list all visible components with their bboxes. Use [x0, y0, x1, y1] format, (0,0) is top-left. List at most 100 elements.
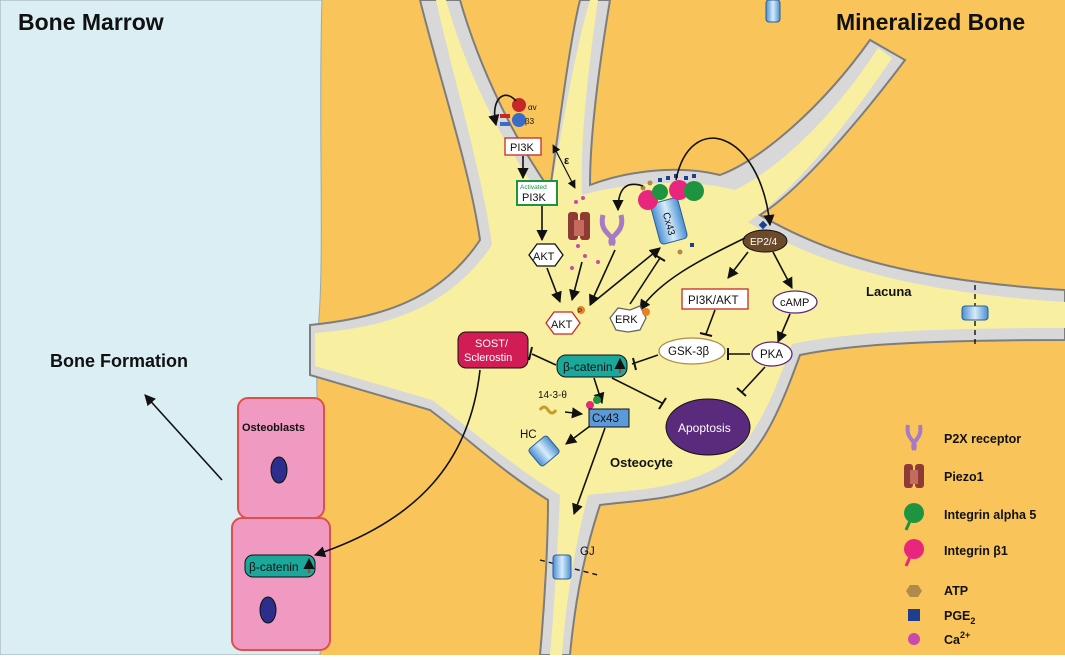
- cx43-box: [588, 408, 630, 428]
- inhibit-bar: [632, 357, 637, 371]
- sost-label-line1: SOST/: [475, 338, 509, 350]
- calcium-text: Ca: [944, 633, 961, 647]
- integrin-alpha5-tail: [904, 520, 912, 531]
- atp-icon: [906, 585, 922, 597]
- pi3k-akt-box: [681, 288, 749, 310]
- camp-to-pka-arrow: [776, 313, 791, 344]
- beta-catenin-label: β-catenin: [563, 360, 613, 374]
- osteoblasts-label: Osteoblasts: [242, 422, 305, 434]
- legend-label-atp: ATP: [944, 584, 968, 598]
- osteoblast-cells: Osteoblasts β-catenin: [231, 397, 331, 651]
- bone-formation-label: Bone Formation: [50, 351, 188, 371]
- legend-label-piezo1: Piezo1: [944, 470, 984, 484]
- pge2-icon: [908, 609, 920, 621]
- activated-pi3k-box: [516, 180, 558, 206]
- cx43-label: Cx43: [592, 413, 619, 425]
- pi3k-box: [504, 137, 542, 156]
- beta-catenin-osteoblast-label: β-catenin: [249, 560, 299, 574]
- cx43-hemichannel-icon: Cx43: [650, 197, 688, 245]
- integrin-alpha5-small-icon: [593, 396, 601, 404]
- top-gap-junction-icon: [765, 0, 781, 23]
- pge2-squares: [658, 174, 696, 247]
- atp-dots: [640, 180, 683, 255]
- protein-1433-label: 14-3-θ: [538, 390, 567, 401]
- phospho-icon: [577, 306, 585, 314]
- alpha-v-label: αv: [528, 103, 537, 112]
- bone-formation-arrow: [144, 394, 223, 481]
- p2x-receptor-icon: [599, 214, 625, 247]
- protein-1433-icon: [538, 405, 558, 415]
- legend-label-integrin-beta1: Integrin β1: [944, 544, 1008, 558]
- osteoblast-lower: [231, 517, 331, 651]
- mineralized-bone-title: Mineralized Bone: [836, 9, 1025, 35]
- gsk-inhibit-beta-catenin: [631, 354, 659, 365]
- bone-marrow-title: Bone Marrow: [18, 9, 164, 35]
- legend-label-integrin-alpha5: Integrin alpha 5: [944, 508, 1036, 522]
- akt-p-hexagon: [545, 311, 581, 335]
- osteocyte-cytoplasm: [315, 0, 1065, 655]
- activated-pi3k-label: PI3K: [522, 192, 547, 204]
- beta-catenin-osteoblast-box: [244, 554, 316, 578]
- integrin-alpha5-icon: [652, 184, 668, 200]
- p2x-to-akt-arrow: [589, 249, 616, 307]
- ep-to-erk-arrow: [639, 237, 746, 311]
- sost-to-osteoblast-arrow: [313, 369, 481, 558]
- integrin-beta1-icon: [669, 180, 689, 200]
- beta3-label: β3: [525, 117, 535, 126]
- lacuna-label: Lacuna: [866, 284, 912, 299]
- pka-inhibit-apoptosis: [741, 366, 766, 393]
- pka-label: PKA: [760, 349, 783, 361]
- cx43-to-gj-arrow: [572, 427, 606, 516]
- integrin-beta1-icon: [904, 539, 924, 559]
- nucleus-icon: [270, 456, 288, 484]
- pge2-subscript: 2: [970, 616, 975, 626]
- integrin-beta1-small-icon: [586, 401, 594, 409]
- gsk3b-oval: [658, 337, 726, 365]
- akt-p-label: AKT: [551, 319, 573, 331]
- legend-label-p2x: P2X receptor: [944, 432, 1021, 446]
- beta-catenin-inhibit-sost: [531, 353, 557, 366]
- erk-shape: [609, 305, 647, 333]
- 1433-to-cx43-arrow: [564, 407, 584, 419]
- phospho-label: P: [578, 309, 582, 315]
- inhibit-bar: [528, 346, 533, 361]
- lacuna-gap-junction-icon: [961, 305, 989, 321]
- inhibit-bar: [654, 254, 666, 262]
- akt-label: AKT: [533, 251, 555, 263]
- cx43-atp-release-arrow: [612, 183, 644, 212]
- erk-inhibit-cx43: [629, 257, 661, 305]
- gap-junction-icon: [552, 554, 572, 580]
- pi3k-label: PI3K: [510, 142, 535, 154]
- pge2-text: PGE: [944, 609, 970, 623]
- gj-label: GJ: [580, 546, 595, 558]
- sost-label-line2: Sclerostin: [464, 352, 512, 364]
- epsilon-arrow: [552, 144, 576, 189]
- camp-oval: [772, 290, 818, 314]
- hemichannel-icon: [528, 435, 560, 467]
- epsilon-label: ε: [564, 155, 570, 167]
- integrin-to-pi3k-arrow: [488, 94, 517, 127]
- calcium-superscript: 2+: [960, 630, 970, 640]
- ep-receptor-icon: [742, 229, 788, 253]
- piezo1-channel-icon: [568, 212, 590, 240]
- akt-hexagon: [528, 243, 564, 267]
- ep-to-pi3k-akt-arrow: [727, 251, 749, 279]
- legend-label-pge2: PGE2: [944, 609, 975, 626]
- apoptosis-oval: [665, 398, 751, 456]
- phospho-icon: [642, 308, 650, 316]
- ep-to-camp-arrow: [772, 251, 793, 289]
- gsk3b-label: GSK-3β: [668, 346, 710, 358]
- beta-catenin-inhibit-apoptosis: [611, 377, 663, 404]
- piezo1-icon: [904, 464, 924, 488]
- pi3k-akt-label: PI3K/AKT: [688, 295, 739, 307]
- osteocyte-label: Osteocyte: [610, 455, 673, 470]
- beta-catenin-box: [556, 354, 628, 378]
- ep-label: EP2/4: [750, 237, 778, 248]
- p2x-receptor-icon: [905, 424, 923, 451]
- erk-label: ERK: [615, 314, 638, 326]
- akt-to-cx43-arrow: [589, 247, 661, 306]
- calcium-icon: [908, 633, 920, 645]
- sost-box: [457, 331, 529, 369]
